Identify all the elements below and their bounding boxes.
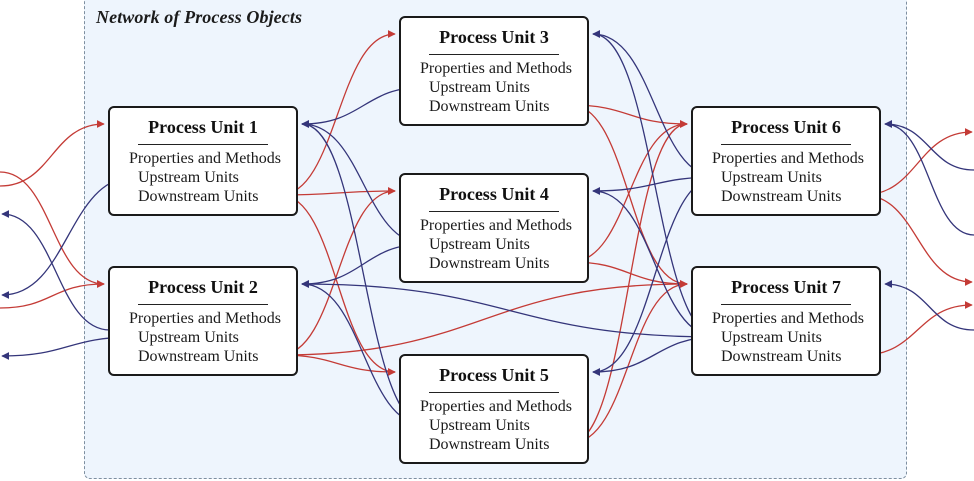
unit-title: Process Unit 3	[439, 27, 549, 47]
unit-properties-label: Properties and Methods	[420, 217, 572, 234]
unit-properties-label: Properties and Methods	[129, 310, 281, 327]
external-input-arrow	[0, 280, 105, 309]
unit-upstream-label: Upstream Units	[721, 169, 822, 186]
downstream-link-arrow	[279, 187, 396, 356]
unit-title: Process Unit 2	[148, 277, 258, 297]
unit-title: Process Unit 5	[439, 365, 549, 385]
unit-upstream-label: Upstream Units	[138, 169, 239, 186]
region-title: Network of Process Objects	[96, 7, 303, 27]
external-return-arrow	[884, 280, 974, 331]
unit-divider	[138, 144, 268, 145]
unit-downstream-label: Downstream Units	[721, 188, 842, 205]
process-unit-1: Process Unit 1 Properties and Methods Up…	[108, 106, 298, 216]
unit-divider	[429, 211, 559, 212]
unit-upstream-label: Upstream Units	[138, 329, 239, 346]
unit-upstream-label: Upstream Units	[721, 329, 822, 346]
process-unit-6: Process Unit 6 Properties and Methods Up…	[691, 106, 881, 216]
upstream-link-arrow	[301, 280, 718, 338]
external-input-arrow	[0, 120, 105, 187]
unit-upstream-label: Upstream Units	[429, 417, 530, 434]
unit-title: Process Unit 6	[731, 117, 841, 137]
process-unit-2: Process Unit 2 Properties and Methods Up…	[108, 266, 298, 376]
unit-divider	[721, 144, 851, 145]
external-upstream-arrow	[1, 210, 111, 331]
unit-properties-label: Properties and Methods	[129, 150, 281, 167]
downstream-link-arrow	[570, 120, 688, 444]
unit-divider	[429, 392, 559, 393]
downstream-link-arrow	[279, 30, 396, 196]
process-unit-7: Process Unit 7 Properties and Methods Up…	[691, 266, 881, 376]
process-unit-3: Process Unit 3 Properties and Methods Up…	[399, 16, 589, 126]
downstream-link-arrow	[570, 120, 688, 263]
unit-downstream-label: Downstream Units	[429, 255, 550, 272]
unit-downstream-label: Downstream Units	[429, 436, 550, 453]
unit-divider	[429, 54, 559, 55]
external-return-arrow	[884, 120, 974, 171]
unit-properties-label: Properties and Methods	[712, 150, 864, 167]
unit-divider	[721, 304, 851, 305]
unit-downstream-label: Downstream Units	[138, 188, 259, 205]
unit-downstream-label: Downstream Units	[429, 98, 550, 115]
external-input-arrow	[0, 171, 105, 288]
process-unit-4: Process Unit 4 Properties and Methods Up…	[399, 173, 589, 283]
unit-properties-label: Properties and Methods	[420, 60, 572, 77]
unit-upstream-label: Upstream Units	[429, 79, 530, 96]
unit-title: Process Unit 7	[731, 277, 841, 297]
downstream-link-arrow	[279, 280, 688, 356]
unit-divider	[138, 304, 268, 305]
process-unit-5: Process Unit 5 Properties and Methods Up…	[399, 354, 589, 464]
unit-title: Process Unit 1	[148, 117, 258, 137]
unit-upstream-label: Upstream Units	[429, 236, 530, 253]
unit-downstream-label: Downstream Units	[138, 348, 259, 365]
unit-properties-label: Properties and Methods	[420, 398, 572, 415]
external-return-arrow	[884, 120, 974, 236]
unit-title: Process Unit 4	[439, 184, 549, 204]
unit-properties-label: Properties and Methods	[712, 310, 864, 327]
downstream-link-arrow	[279, 194, 396, 376]
unit-downstream-label: Downstream Units	[721, 348, 842, 365]
